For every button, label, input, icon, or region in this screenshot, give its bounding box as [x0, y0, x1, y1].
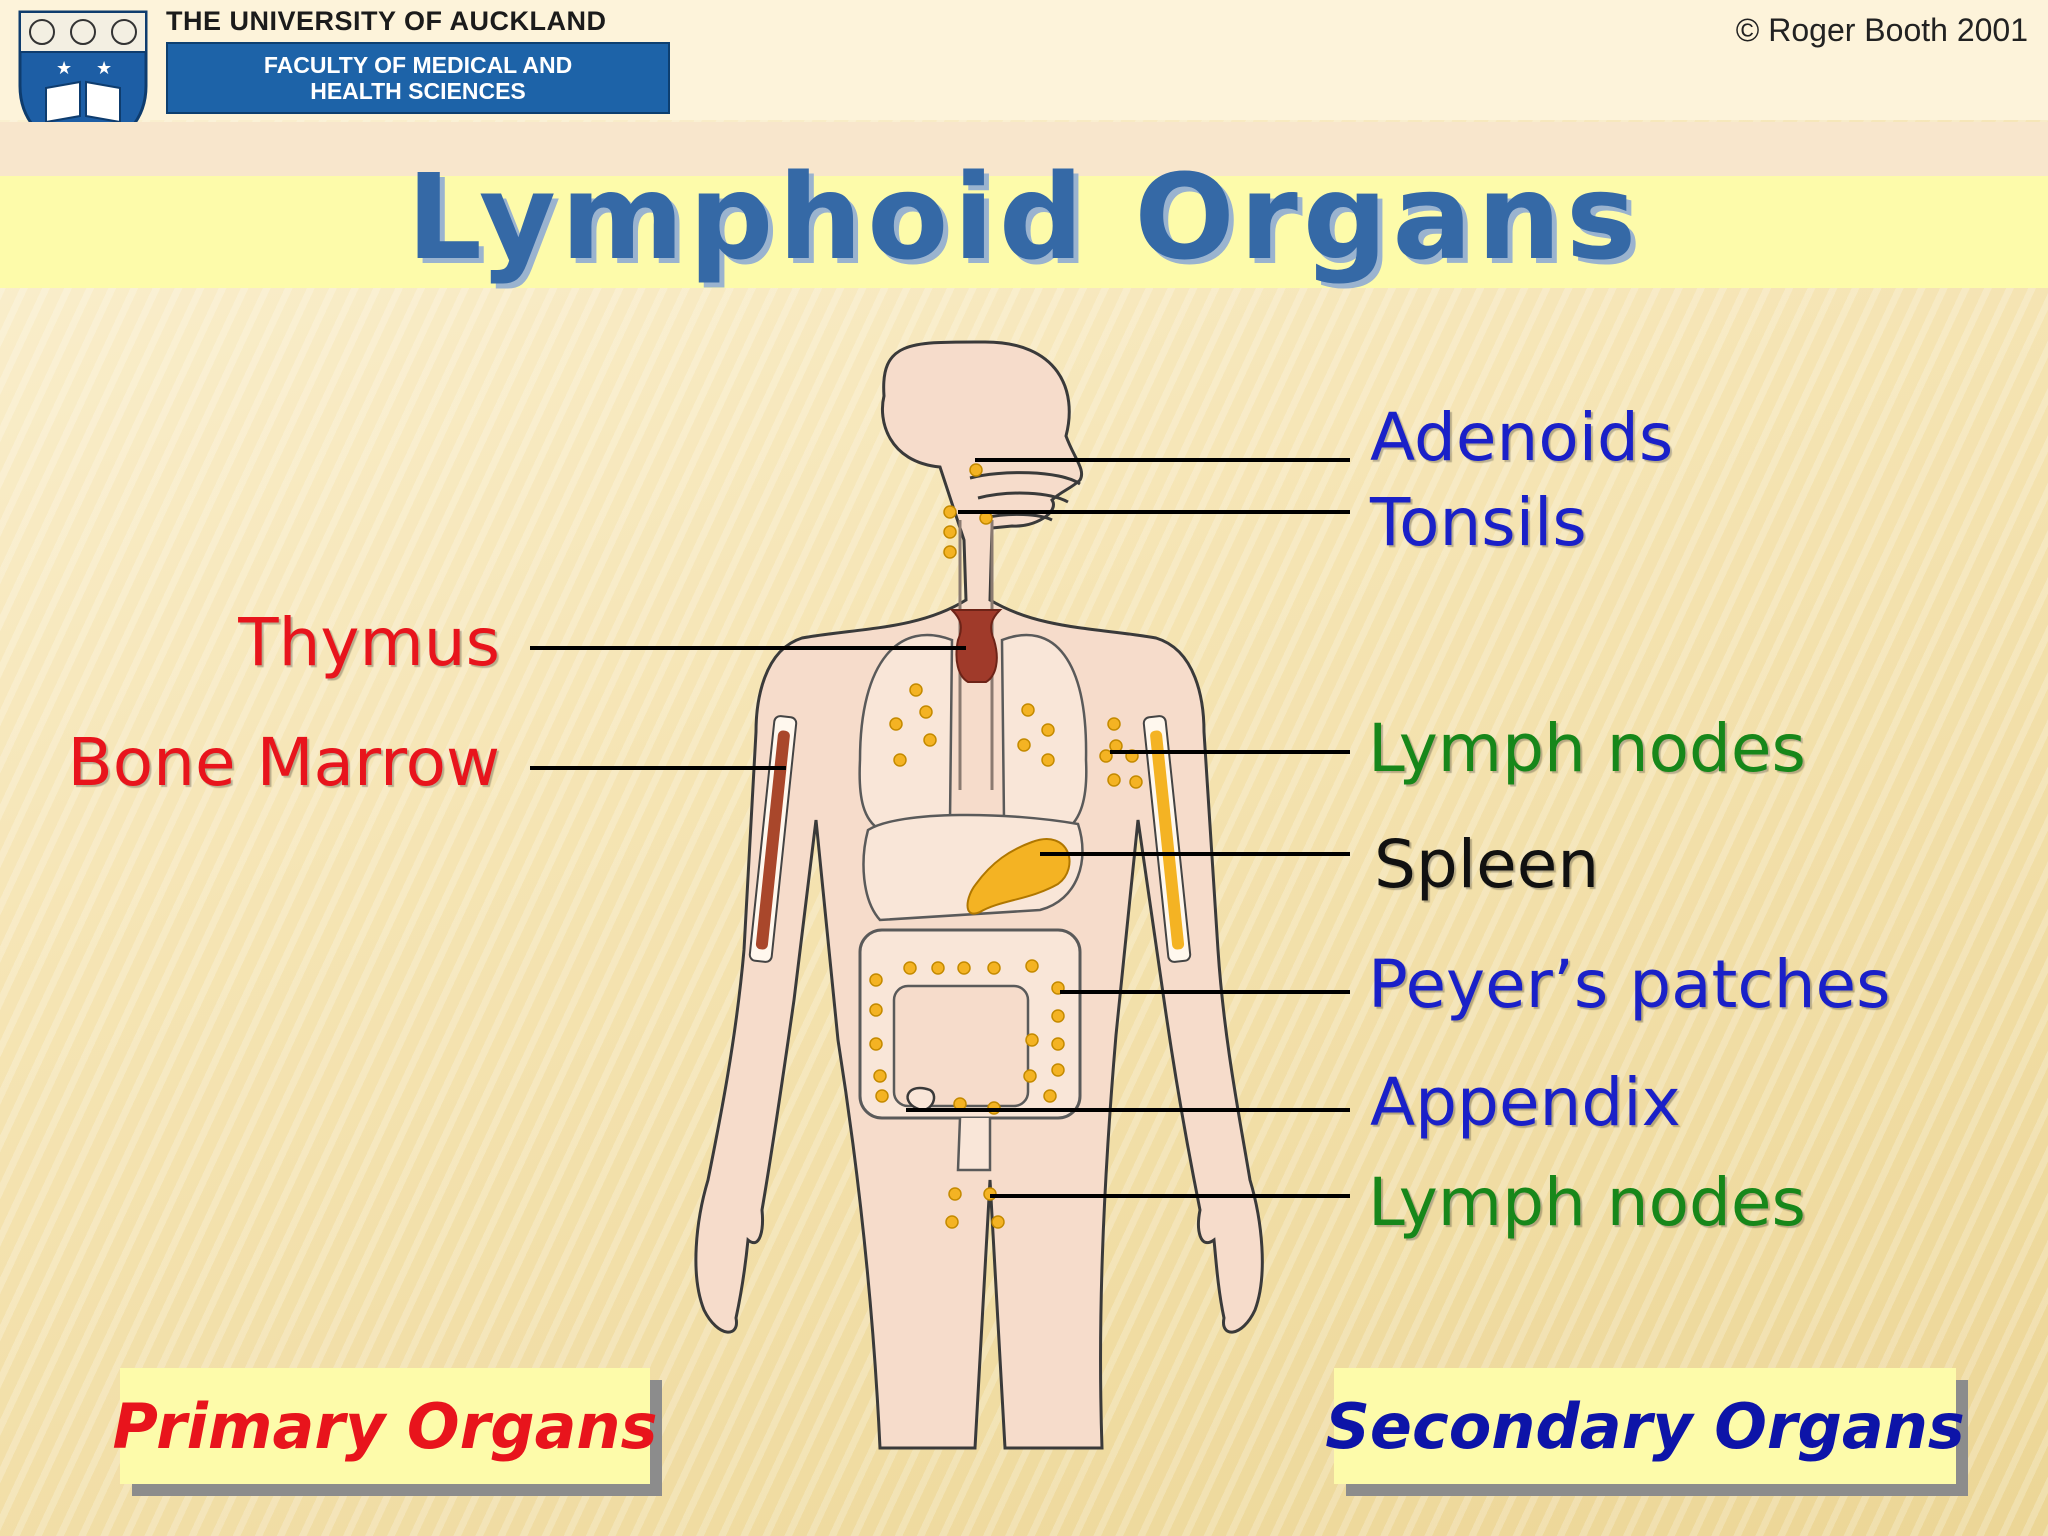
lymph-nodules	[869, 463, 1143, 1229]
thymus-organ	[949, 609, 1003, 683]
leader-lines	[530, 458, 1350, 1198]
label-lymph-nodes-lower: Lymph nodes	[1368, 1164, 1806, 1241]
label-appendix: Appendix	[1370, 1064, 1681, 1141]
right-arm-bone	[1142, 715, 1192, 963]
faculty-banner: FACULTY OF MEDICAL AND HEALTH SCIENCES	[166, 42, 670, 114]
svg-text:★: ★	[96, 58, 112, 79]
label-tonsils: Tonsils	[1370, 484, 1587, 561]
label-bone-marrow: Bone Marrow	[67, 724, 500, 801]
secondary-organs-box: Secondary Organs	[1325, 1368, 1965, 1484]
secondary-organs-label: Secondary Organs	[1325, 1389, 1965, 1463]
label-adenoids: Adenoids	[1370, 399, 1674, 476]
svg-text:★: ★	[56, 58, 72, 79]
appendix-organ	[906, 1086, 936, 1112]
left-arm-bone	[748, 715, 798, 963]
slide-title: Lymphoid Organs	[406, 148, 1642, 286]
university-name: THE UNIVERSITY OF AUCKLAND	[166, 6, 607, 36]
label-thymus: Thymus	[238, 604, 500, 681]
label-spleen: Spleen	[1374, 826, 1600, 903]
faculty-line-2: HEALTH SCIENCES	[310, 78, 526, 104]
title-band-bottom	[0, 176, 2048, 288]
title-band-top	[0, 122, 2048, 176]
spleen-organ	[966, 838, 1071, 915]
rectum	[956, 1117, 992, 1172]
primary-organs-label: Primary Organs	[112, 1389, 658, 1463]
label-peyers-patches: Peyer’s patches	[1368, 946, 1891, 1023]
copyright-notice: © Roger Booth 2001	[1735, 12, 2028, 48]
primary-organs-box: Primary Organs	[113, 1368, 657, 1484]
faculty-line-1: FACULTY OF MEDICAL AND	[263, 52, 573, 78]
label-lymph-nodes-upper: Lymph nodes	[1368, 710, 1806, 787]
left-lung	[858, 633, 954, 832]
